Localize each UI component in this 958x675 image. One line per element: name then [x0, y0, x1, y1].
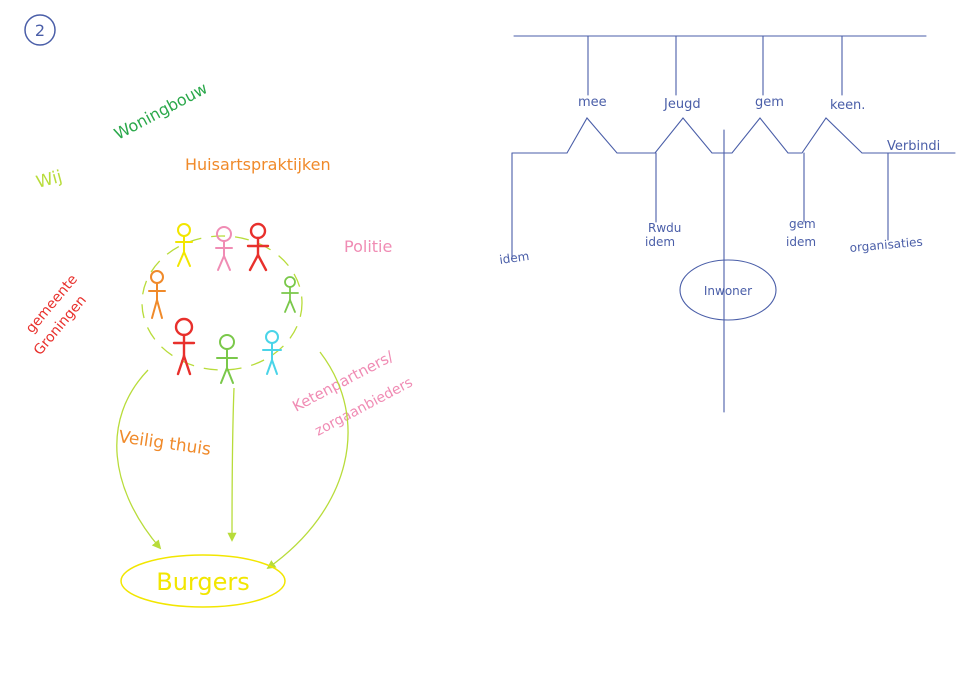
label-wij: Wij	[34, 167, 64, 193]
arrow-left	[116, 369, 162, 550]
label-rwdu: Rwdu	[648, 221, 681, 235]
label-veilig-thuis: Veilig thuis	[117, 427, 212, 460]
label-organisaties: organisaties	[849, 235, 923, 255]
arrow-middle	[227, 387, 237, 542]
stick-figure-green-right	[281, 276, 299, 313]
stick-figure-green-bottom	[216, 334, 238, 384]
label-verbindi: Verbindi	[887, 139, 940, 154]
label-idem-left: idem	[498, 249, 530, 267]
network-circle	[141, 235, 303, 371]
stick-figure-pink	[215, 226, 233, 271]
label-gem: gem	[755, 95, 784, 110]
label-mee: mee	[578, 95, 607, 110]
label-jeugd: Jeugd	[663, 97, 701, 112]
left-diagram: Woningbouw Wij Huisartspraktijken Politi…	[23, 79, 415, 608]
stick-figure-orange	[148, 270, 166, 319]
svg-text:2: 2	[35, 21, 45, 40]
inwoner-ellipse	[679, 259, 777, 321]
stick-figure-cyan	[262, 330, 282, 375]
stick-figure-yellow	[175, 223, 193, 267]
stick-figure-red-bottom	[172, 317, 196, 376]
label-rwdu-idem: idem	[645, 235, 675, 249]
label-burgers: Burgers	[156, 568, 250, 596]
stick-figure-red-top	[246, 222, 270, 272]
page-number: 2	[24, 14, 56, 46]
right-diagram	[511, 35, 956, 413]
right-diagram-labels: mee Jeugd gem keen. Verbindi idem Rwdu i…	[498, 95, 940, 298]
arrow-right	[266, 351, 349, 570]
burgers-ellipse	[120, 554, 286, 608]
label-gem-idem: idem	[786, 235, 816, 249]
label-inwoner: Inwoner	[704, 284, 752, 298]
label-gem-idem-top: gem	[789, 217, 816, 231]
label-huisartspraktijken: Huisartspraktijken	[185, 155, 331, 174]
label-politie: Politie	[344, 237, 392, 256]
label-woningbouw: Woningbouw	[111, 79, 211, 144]
label-keen: keen.	[830, 98, 865, 113]
